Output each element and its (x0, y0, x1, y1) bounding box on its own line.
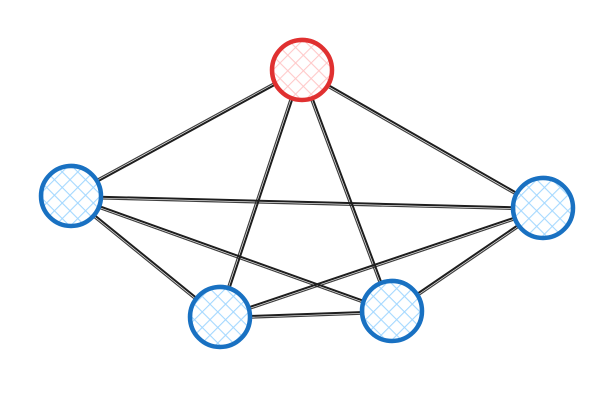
edge-n1-n5 (300, 69, 544, 211)
graph-node-n2 (38, 163, 104, 229)
edges-layer (69, 67, 545, 320)
graph-node-n4 (359, 278, 425, 344)
edge-n1-n3 (217, 68, 303, 318)
edge-n1-n2 (69, 67, 303, 197)
edge-n2-n4 (69, 195, 393, 314)
graph-node-n5 (510, 175, 576, 241)
graph-node-n3 (187, 284, 253, 350)
edge-n2-n5 (70, 195, 544, 211)
edge-n1-n4 (299, 69, 393, 313)
edge-n3-n5 (219, 207, 545, 320)
graph-node-n1-highlighted (269, 37, 335, 103)
nodes-layer (38, 37, 576, 350)
